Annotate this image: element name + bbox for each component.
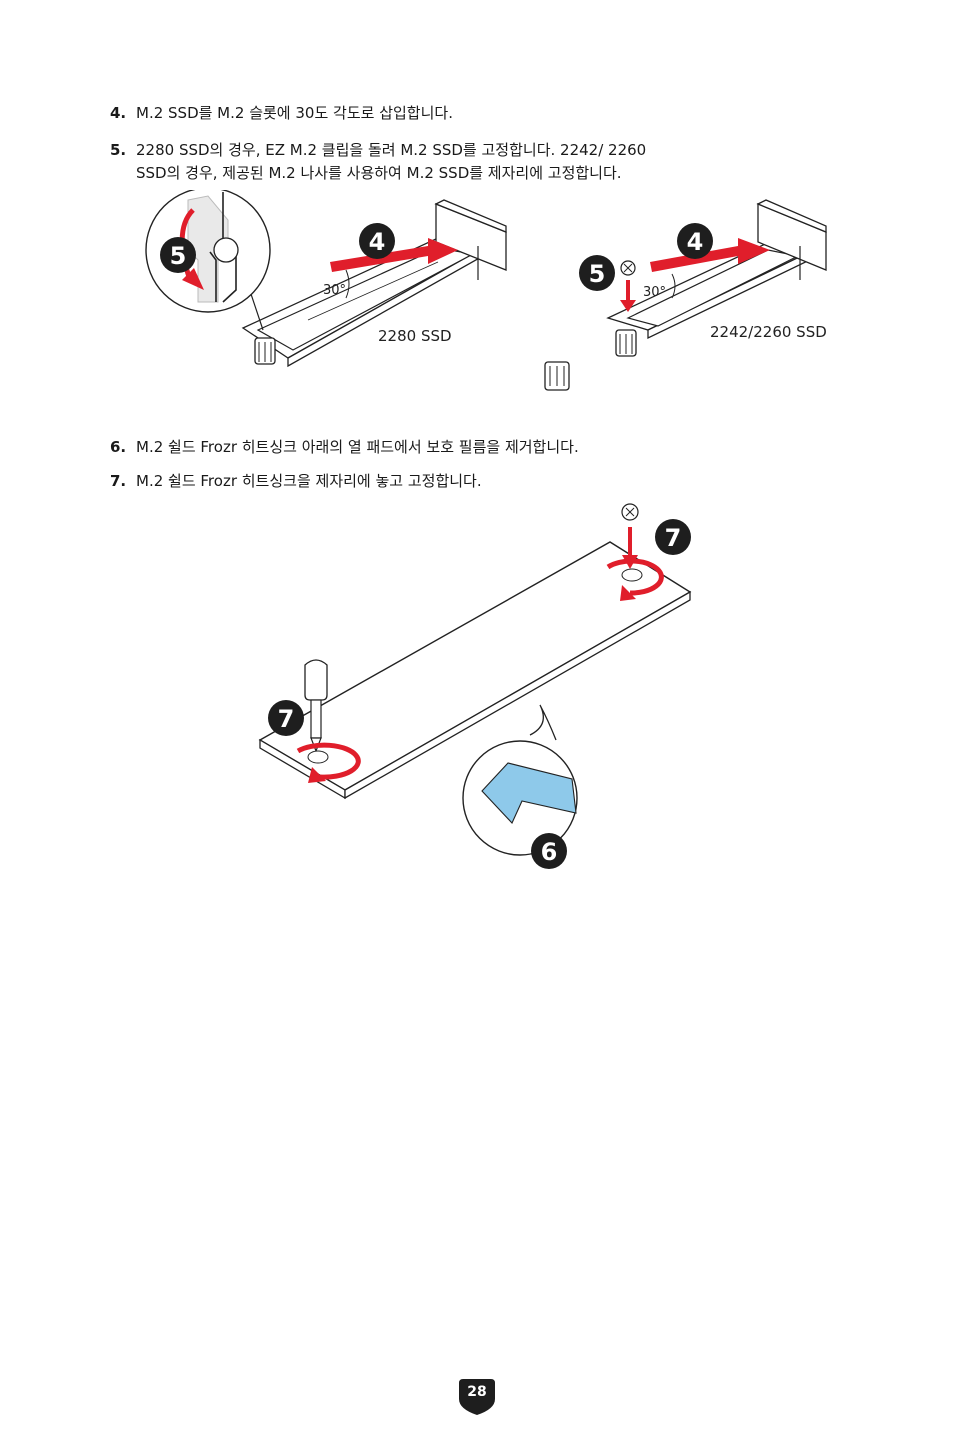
step-badge [579,255,615,291]
svg-text:5: 5 [589,260,606,288]
step-text: M.2 쉴드 Frozr 히트싱크을 제자리에 놓고 고정합니다. [136,472,482,490]
svg-text:4: 4 [369,228,386,256]
step-badge [677,223,713,259]
svg-text:7: 7 [665,524,682,552]
step-text-line-1: 2280 SSD의 경우, EZ M.2 클립을 돌려 M.2 SSD를 고정합… [136,141,647,159]
ssd-2280-assembly: 30° 4 5 2280 SSD [145,190,507,368]
step-text: M.2 쉴드 Frozr 히트싱크 아래의 열 패드에서 보호 필름을 제거합니… [136,438,579,456]
rotate-arrow-icon [308,767,326,783]
page-number-badge [459,1379,495,1415]
step-number: 7. [110,472,127,490]
svg-text:6: 6 [541,838,558,866]
step-text: M.2 SSD를 M.2 슬롯에 30도 각도로 삽입합니다. [136,104,453,122]
ssd-installation-figure: 30° 4 5 2280 SSD [145,190,827,391]
page-number: 28 [467,1384,487,1400]
step-4: 4. M.2 SSD를 M.2 슬롯에 30도 각도로 삽입합니다. [110,102,750,125]
step-badge [531,833,567,869]
svg-text:5: 5 [170,242,187,270]
step-number: 4. [110,104,127,122]
step-badge [655,519,691,555]
rotate-arrow-icon [620,585,636,601]
step-badge [359,223,395,259]
angle-label: 30° [323,283,346,298]
ssd-size-label: 2242/2260 SSD [710,323,827,341]
protective-film [481,762,577,824]
step-number: 5. [110,141,127,159]
screwdriver-icon [304,659,328,753]
step-5: 5. 2280 SSD의 경우, EZ M.2 클립을 돌려 M.2 SSD를 … [110,139,750,185]
svg-text:7: 7 [278,705,295,733]
heatsink-figure: 7 7 6 [258,503,692,869]
down-arrow-icon [620,300,636,312]
ssd-size-label: 2280 SSD [378,327,452,345]
rotate-arrow-icon [182,268,204,290]
ssd-2242-2260-assembly: 5 30° 4 2242/2260 SSD [544,199,827,391]
insert-arrow-icon [650,238,770,272]
angle-label: 30° [643,285,666,300]
step-number: 6. [110,438,127,456]
step-text-line-2: SSD의 경우, 제공된 M.2 나사를 사용하여 M.2 SSD를 제자리에 … [136,164,622,182]
step-7: 7. M.2 쉴드 Frozr 히트싱크을 제자리에 놓고 고정합니다. [110,470,750,493]
insert-arrow-icon [330,238,458,272]
step-badge [160,237,196,273]
step-badge [268,700,304,736]
step-6: 6. M.2 쉴드 Frozr 히트싱크 아래의 열 패드에서 보호 필름을 제… [110,436,750,459]
svg-text:4: 4 [687,228,704,256]
